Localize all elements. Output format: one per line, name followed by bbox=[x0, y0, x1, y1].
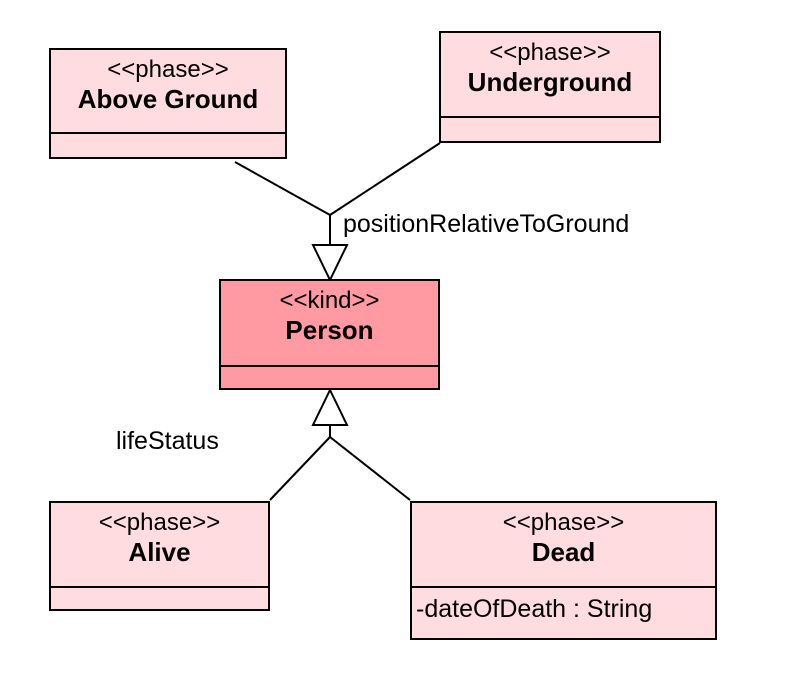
line-dead bbox=[329, 436, 411, 501]
line-underground bbox=[329, 142, 441, 216]
generalization-arrow-position bbox=[311, 244, 349, 283]
class-name: Person bbox=[285, 315, 374, 345]
stereotype-label: <<phase>> bbox=[107, 56, 229, 83]
class-name: Alive bbox=[128, 537, 191, 567]
class-person[interactable]: <<kind>> Person bbox=[219, 279, 440, 390]
stereotype-label: <<phase>> bbox=[489, 39, 611, 66]
generalization-set-position-label: positionRelativeToGround bbox=[343, 210, 630, 238]
class-name: Underground bbox=[467, 67, 633, 97]
class-person-header: <<kind>> Person bbox=[221, 281, 438, 367]
generalization-arrow-life bbox=[311, 387, 349, 426]
stereotype-label: <<phase>> bbox=[98, 509, 221, 536]
class-name: Above Ground bbox=[77, 84, 259, 114]
class-above-ground[interactable]: <<phase>> Above Ground bbox=[49, 48, 287, 159]
line-alive bbox=[269, 436, 331, 501]
attribute-date-of-death: -dateOfDeath : String bbox=[416, 595, 653, 623]
class-dead-attributes: -dateOfDeath : String bbox=[412, 588, 715, 624]
class-dead[interactable]: <<phase>> Dead -dateOfDeath : String bbox=[410, 501, 717, 640]
generalization-set-life-label: lifeStatus bbox=[116, 427, 219, 455]
class-alive-header: <<phase>> Alive bbox=[51, 503, 268, 588]
stereotype-label: <<kind>> bbox=[279, 287, 380, 314]
class-above-ground-header: <<phase>> Above Ground bbox=[51, 50, 285, 134]
line-above-ground bbox=[234, 161, 331, 216]
class-name: Dead bbox=[531, 537, 596, 567]
class-underground[interactable]: <<phase>> Underground bbox=[439, 31, 661, 143]
stereotype-label: <<phase>> bbox=[502, 509, 625, 536]
class-alive[interactable]: <<phase>> Alive bbox=[49, 501, 270, 611]
class-dead-header: <<phase>> Dead bbox=[412, 503, 715, 588]
class-underground-header: <<phase>> Underground bbox=[441, 33, 659, 118]
